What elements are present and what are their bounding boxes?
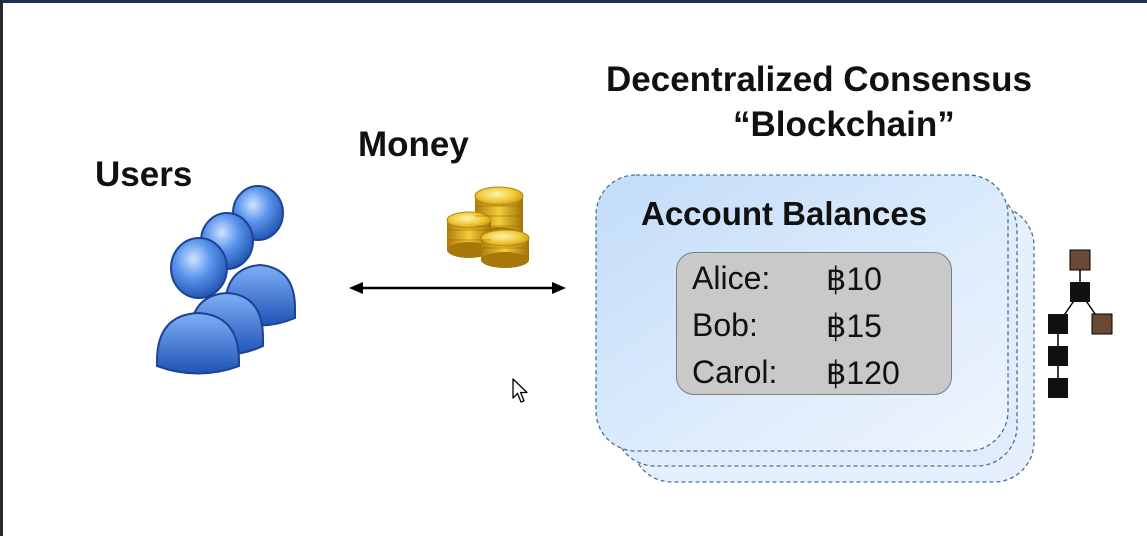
balance-name: Alice: bbox=[692, 260, 771, 296]
consensus-title-line2: “Blockchain” bbox=[733, 105, 955, 144]
mouse-cursor-icon bbox=[511, 377, 531, 405]
money-label: Money bbox=[358, 125, 469, 164]
coins-icon bbox=[445, 182, 535, 270]
account-balances-title: Account Balances bbox=[641, 195, 928, 232]
bidirectional-arrow-icon bbox=[345, 276, 570, 300]
users-label: Users bbox=[95, 155, 193, 194]
blockchain-tree-icon bbox=[1044, 248, 1116, 400]
balance-amount: ฿120 bbox=[826, 355, 900, 391]
consensus-title-line1: Decentralized Consensus bbox=[606, 60, 1032, 99]
users-icon bbox=[155, 183, 300, 378]
balance-name: Carol: bbox=[692, 354, 778, 390]
slide-left-border bbox=[0, 0, 3, 536]
balance-name: Bob: bbox=[692, 307, 758, 343]
balance-amount: ฿10 bbox=[826, 261, 882, 297]
balance-amount: ฿15 bbox=[826, 308, 882, 344]
balances-table: Alice: ฿10 Bob: ฿15 Carol: ฿120 bbox=[676, 252, 952, 395]
slide-top-border bbox=[0, 0, 1147, 3]
